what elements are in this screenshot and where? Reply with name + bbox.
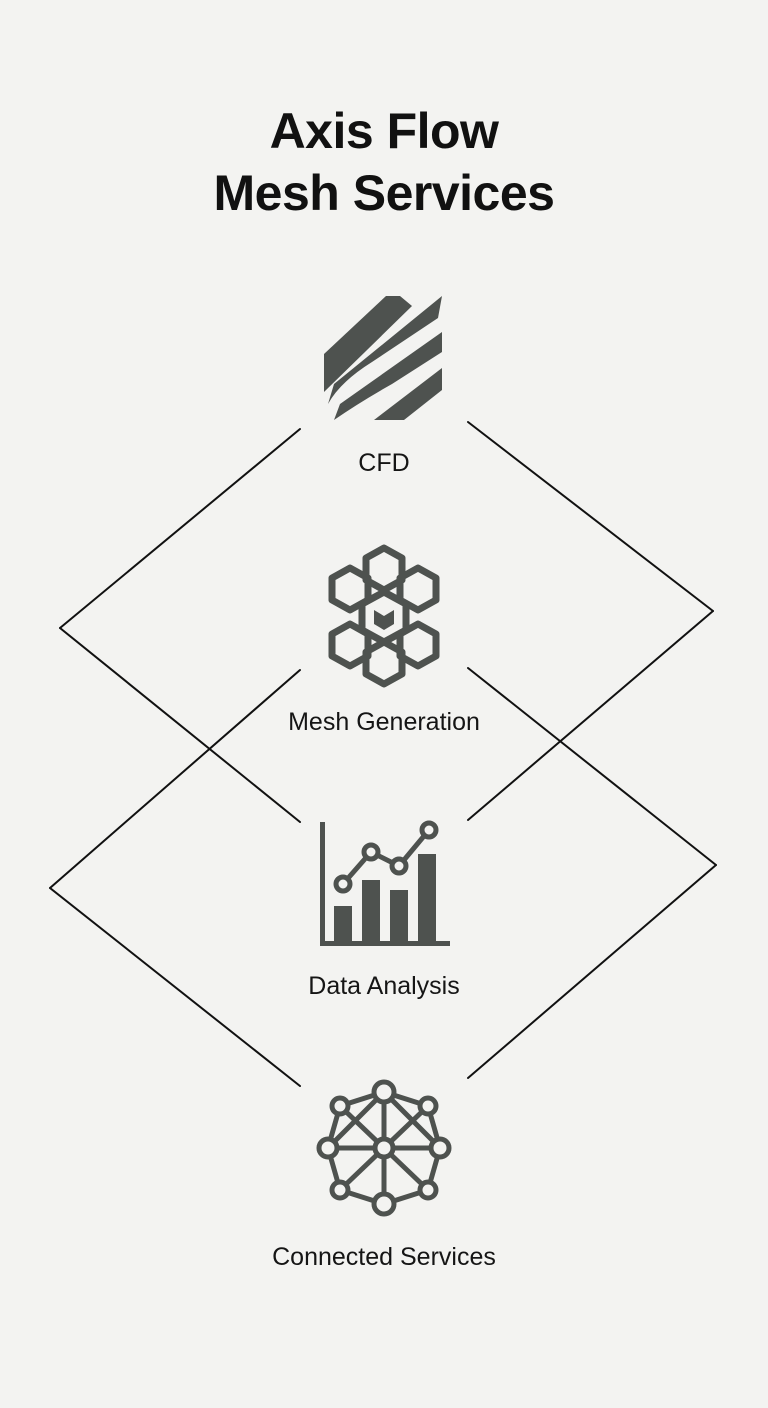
connector-line: [467, 421, 714, 612]
connector-line: [467, 610, 714, 821]
connector-line: [49, 887, 301, 1087]
connector-line: [49, 669, 301, 889]
network-nodes-icon: [316, 1079, 452, 1217]
page-title: Axis Flow Mesh Services: [0, 100, 768, 224]
node-label-cfd: CFD: [358, 449, 410, 477]
cfd-flow-icon: [324, 296, 442, 420]
connector-line: [467, 864, 717, 1079]
title-line-2: Mesh Services: [213, 165, 555, 221]
node-label-data-analysis: Data Analysis: [308, 972, 460, 1000]
connector-line: [467, 667, 717, 866]
connector-line: [59, 428, 301, 629]
bar-chart-icon: [320, 820, 450, 946]
node-label-mesh-generation: Mesh Generation: [288, 708, 480, 736]
title-line-1: Axis Flow: [269, 103, 499, 159]
connector-line: [59, 627, 301, 823]
node-label-connected-services: Connected Services: [272, 1243, 496, 1271]
hexagon-mesh-icon: [328, 544, 440, 688]
